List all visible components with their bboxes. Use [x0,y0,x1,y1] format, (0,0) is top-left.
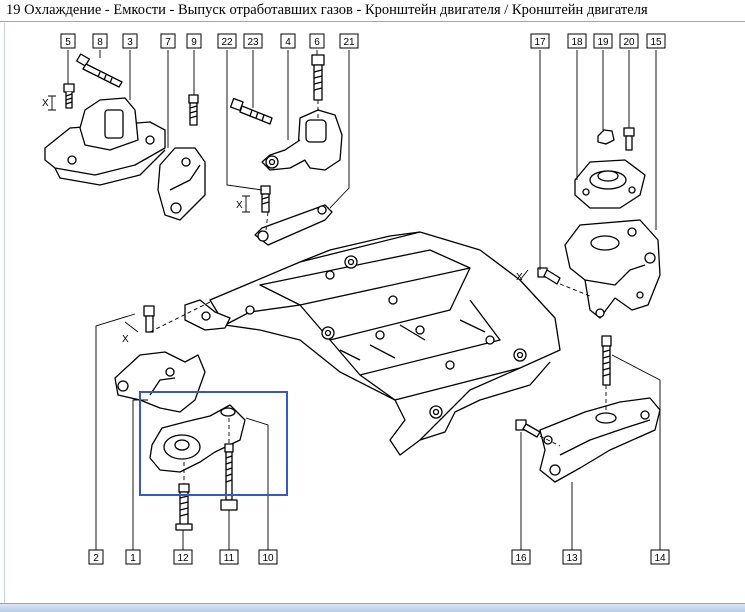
callout-9: 9 [191,37,197,48]
dimension-x-3: X [122,334,129,345]
exploded-parts-diagram: 5 8 3 7 9 22 23 4 6 21 17 18 19 20 15 2 … [42,33,670,565]
callout-12: 12 [177,553,189,564]
bolt-part-16 [515,419,541,438]
bolt-part-20 [623,127,635,151]
bolt-part-5 [63,83,75,109]
mount-part-4 [261,109,343,171]
bolt-part-9 [188,94,199,126]
callouts-top: 5 8 3 7 9 22 23 4 6 21 17 18 19 20 15 [60,33,666,49]
callout-20: 20 [623,37,635,48]
callouts-bottom: 2 1 12 11 10 16 13 14 [88,549,670,565]
left-panel-edge [0,23,5,603]
callout-23: 23 [247,37,259,48]
window-title: 19 Охлаждение - Емкости - Выпуск отработ… [0,0,745,22]
callout-4: 4 [285,37,291,48]
bolt-part-17 [537,267,561,285]
subframe [184,231,561,456]
callout-15: 15 [650,37,662,48]
callout-16: 16 [515,553,527,564]
bracket-part-2 [114,351,206,413]
mount-part-1 [149,404,246,473]
stud-part-14 [601,335,612,386]
bolt-part-23 [229,97,273,125]
bolt-part-8 [76,53,123,88]
callout-5: 5 [65,37,71,48]
callout-6: 6 [314,37,320,48]
callout-21: 21 [343,37,355,48]
selected-part-highlight[interactable] [139,391,288,496]
callout-3: 3 [127,37,133,48]
callout-2: 2 [93,553,99,564]
bolt-part-22 [260,185,271,213]
bolt-part-6 [311,54,325,101]
callout-19: 19 [597,37,609,48]
callout-22: 22 [221,37,233,48]
bolt-part-2b [143,305,155,333]
dimension-x-2: X [236,200,243,211]
mount-part-18 [574,159,646,209]
callout-14: 14 [654,553,666,564]
bracket-part-13 [539,397,661,483]
dimension-x-4: X [516,272,523,283]
bolt-part-12 [175,483,193,531]
callout-1: 1 [130,553,136,564]
status-bar-edge [0,603,745,612]
callout-10: 10 [262,553,274,564]
bracket-part-7 [157,147,206,221]
bracket-part-15 [564,219,661,319]
callout-13: 13 [566,553,578,564]
mount-part-3 [44,97,166,186]
dimension-x-1: X [42,98,49,109]
callout-18: 18 [571,37,583,48]
nut-part-19 [597,129,615,145]
callout-17: 17 [534,37,546,48]
torque-rod-part-21 [254,204,333,246]
callout-7: 7 [165,37,171,48]
callout-8: 8 [97,37,103,48]
callout-11: 11 [224,553,235,564]
